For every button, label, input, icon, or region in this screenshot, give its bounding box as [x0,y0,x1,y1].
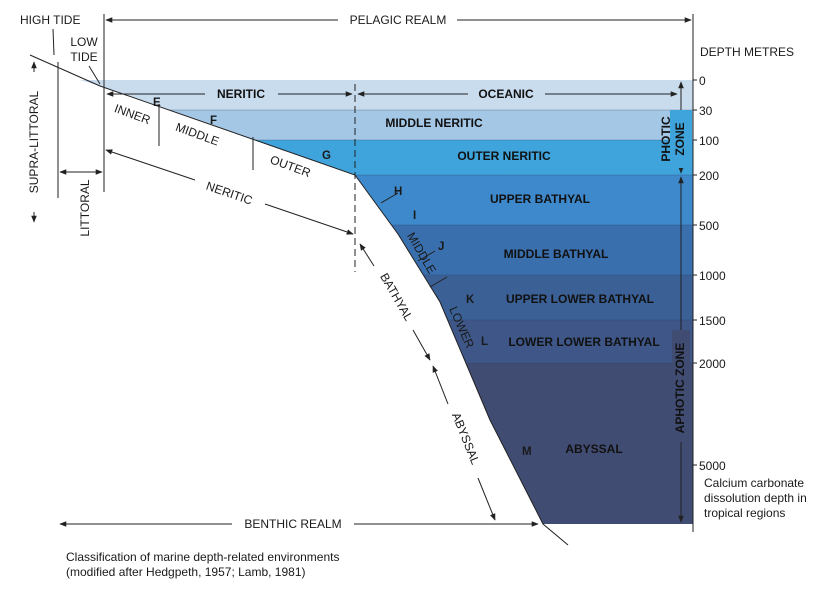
zone-letter-f: F [210,115,217,127]
band-outer-neritic [80,140,693,175]
depth-metres-label: DEPTH METRES [700,45,794,59]
band-label-outer-neritic: OUTER NERITIC [457,149,551,163]
depth-tick-100: 100 [699,134,719,148]
depth-tick-1000: 1000 [699,269,726,283]
neritic-top-label: NERITIC [217,87,265,101]
high-tide-label: HIGH TIDE [20,13,80,27]
depth-tick-0: 0 [699,74,706,88]
caption-line-1: Classification of marine depth-related e… [66,550,339,564]
depth-tick-1500: 1500 [699,314,726,328]
abyssal-arrow [432,365,449,405]
depth-tick-500: 500 [699,219,719,233]
pelagic-realm-label: PELAGIC REALM [350,13,447,27]
caption-line-2: (modified after Hedgpeth, 1957; Lamb, 19… [66,565,305,579]
band-label-middle-bathyal: MIDDLE BATHYAL [504,247,609,261]
inner-label: INNER [112,101,152,127]
depth-tick-5000: 5000 [699,459,726,473]
photic-zone-label-1: PHOTIC [659,116,673,162]
low-tide-label-2: TIDE [70,50,97,64]
neritic-benthic-label: NERITIC [204,179,254,208]
zone-letter-h: H [394,186,402,198]
littoral-label: LITTORAL [78,179,92,236]
depth-axis-ticks [693,79,697,466]
ccd-note-line-3: tropical regions [704,506,785,520]
band-0-30 [80,80,693,110]
ccd-note-line-1: Calcium carbonate [704,476,804,490]
supra-littoral-label: SUPRA-LITTORAL [27,90,41,193]
band-label-middle-neritic: MIDDLE NERITIC [385,116,483,130]
zone-letter-k: K [466,294,475,306]
band-label-upper-bathyal: UPPER BATHYAL [490,192,590,206]
band-label-upper-lower-bathyal: UPPER LOWER BATHYAL [506,292,654,306]
bathyal-label: BATHYAL [377,271,416,324]
neritic-benthic-arrow [105,149,196,181]
aphotic-zone-label: APHOTIC ZONE [673,343,687,434]
depth-tick-30: 30 [699,104,713,118]
zone-letter-j: J [438,241,444,253]
zone-letter-i: I [413,210,416,222]
oceanic-top-label: OCEANIC [478,87,534,101]
abyssal-benthic-label: ABYSSAL [449,411,483,467]
photic-zone-label-2: ZONE [673,122,687,155]
ccd-note-line-2: dissolution depth in [704,491,807,505]
band-label-lower-lower-bathyal: LOWER LOWER BATHYAL [508,335,659,349]
depth-tick-200: 200 [699,169,719,183]
zone-letter-l: L [481,336,488,348]
zone-letter-e: E [153,97,161,109]
zone-letter-m: M [522,446,532,458]
low-tide-label-1: LOW [70,35,98,49]
band-label-abyssal: ABYSSAL [565,442,622,456]
sea-floor-profile [29,54,569,546]
benthic-realm-label: BENTHIC REALM [244,517,341,531]
bathyal-arrow [359,243,375,267]
depth-tick-2000: 2000 [699,357,726,371]
zone-letter-g: G [322,150,331,162]
